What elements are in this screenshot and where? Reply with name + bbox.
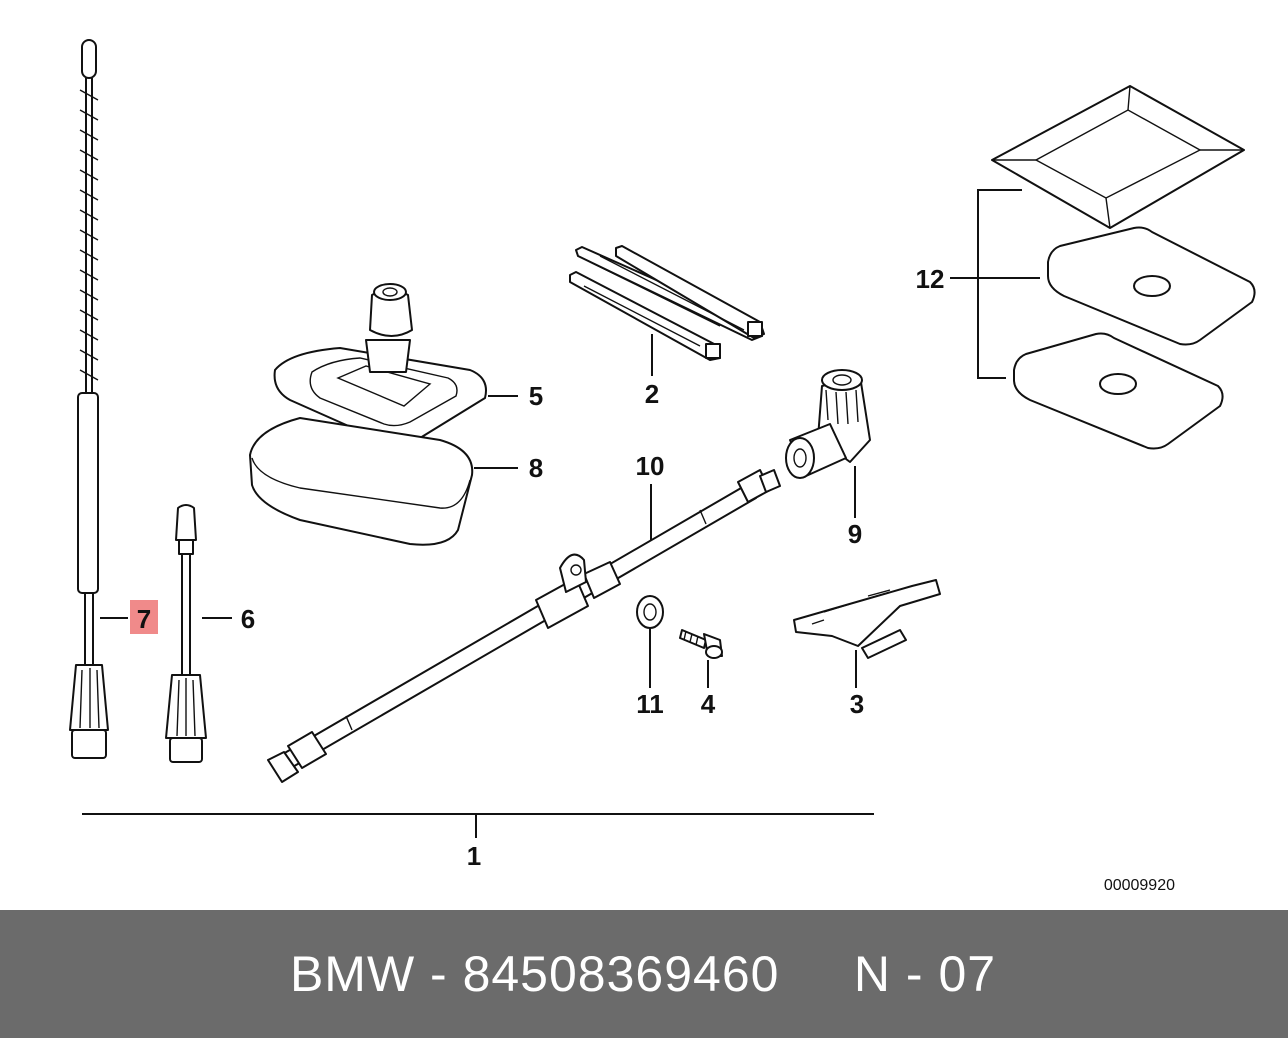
antenna-cable-part-10 (267, 469, 781, 783)
screw-part-4 (679, 629, 723, 659)
leader-lines (82, 334, 874, 838)
callout-4[interactable]: 4 (701, 689, 716, 719)
callout-10[interactable]: 10 (636, 451, 665, 481)
callout-1[interactable]: 1 (467, 841, 481, 871)
diagram-code: 00009920 (1104, 877, 1175, 894)
callout-5[interactable]: 5 (529, 381, 543, 411)
exploded-parts-diagram: 7 6 5 8 2 10 9 11 4 3 12 1 00009920 (69, 39, 1256, 894)
plates-part-12 (950, 85, 1256, 450)
cable-ties-part-2 (569, 245, 765, 361)
pad-part-8 (249, 417, 474, 546)
callout-3[interactable]: 3 (850, 689, 864, 719)
callout-11[interactable]: 11 (636, 689, 664, 719)
callout-9[interactable]: 9 (848, 519, 862, 549)
callout-12[interactable]: 12 (916, 264, 945, 294)
callout-7[interactable]: 7 (137, 604, 151, 634)
highlight-box-part-7 (130, 600, 158, 634)
rubber-boot-part-5 (273, 283, 487, 444)
callout-2[interactable]: 2 (645, 379, 659, 409)
antenna-rod-part-7 (69, 39, 109, 759)
angle-connector-part-9 (785, 369, 871, 479)
short-rod-part-6 (165, 504, 207, 763)
lock-washer-part-11 (636, 595, 664, 629)
footer-bar: BMW - 84508369460 N - 07 (0, 910, 1288, 1038)
callout-8[interactable]: 8 (529, 453, 543, 483)
bracket-clip-part-3 (793, 579, 941, 659)
footer-part-number: BMW - 84508369460 N - 07 (289, 946, 997, 1002)
callout-6[interactable]: 6 (241, 604, 255, 634)
